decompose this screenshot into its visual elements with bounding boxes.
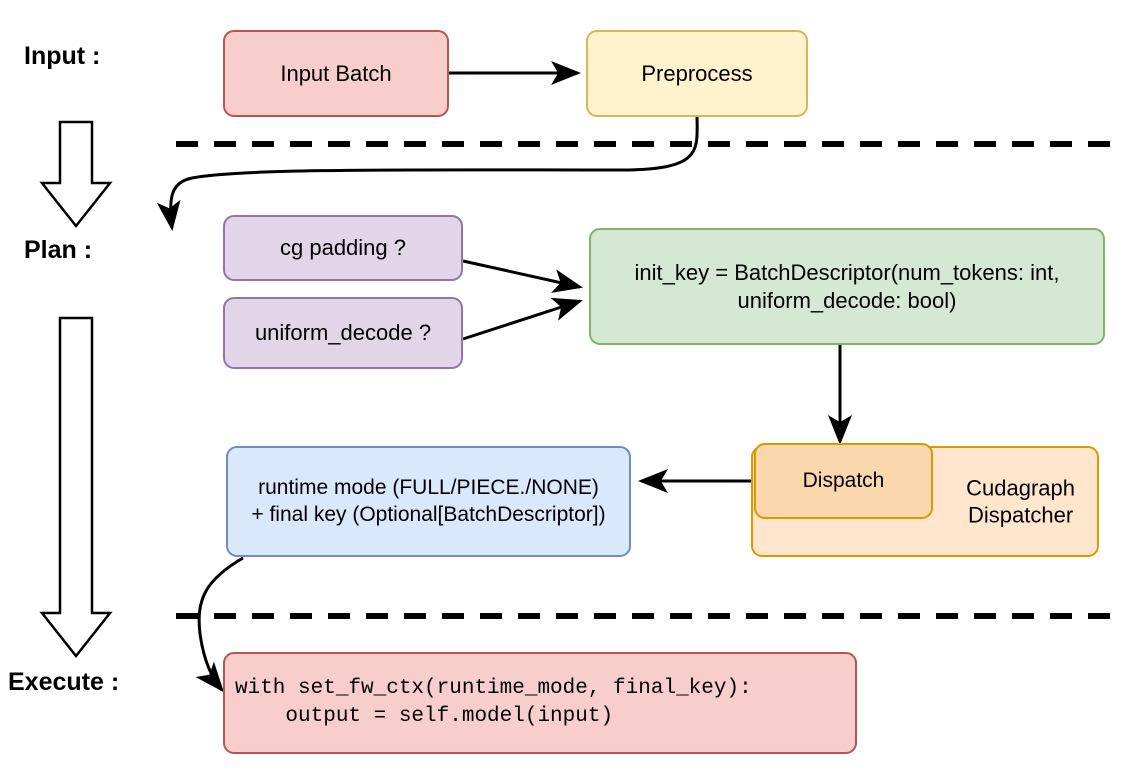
- node-cudagraph-dispatcher-line-1: Cudagraph: [966, 475, 1075, 500]
- node-uniform-decode-label: uniform_decode ?: [254, 320, 432, 346]
- cg-padding-to-init-key-arrow: [462, 259, 583, 293]
- node-cg-padding-label: cg padding ?: [280, 235, 406, 261]
- preprocess-to-cg-padding-arrow: [156, 112, 699, 231]
- stage-label-execute: Execute :: [8, 668, 120, 696]
- runtime-mode-to-execute-code-arrow: [195, 556, 244, 693]
- node-init-key-line-2: uniform_decode: bool): [737, 287, 957, 313]
- node-init-key-line-1: init_key = BatchDescriptor(num_tokens: i…: [634, 260, 1060, 285]
- node-execute-code[interactable]: with set_fw_ctx(runtime_mode, final_key)…: [223, 652, 857, 754]
- plan-to-execute-block-arrow: [39, 316, 113, 659]
- input-to-plan-block-arrow: [39, 120, 113, 229]
- stage-label-plan: Plan :: [24, 236, 93, 264]
- node-input-batch[interactable]: Input Batch: [223, 30, 449, 117]
- node-execute-code-line-1: with set_fw_ctx(runtime_mode, final_key)…: [235, 676, 752, 700]
- node-cudagraph-dispatcher-line-2: Dispatcher: [967, 502, 1074, 528]
- node-uniform-decode[interactable]: uniform_decode ?: [223, 297, 463, 369]
- uniform-decode-to-init-key-arrow: [462, 297, 583, 341]
- node-input-batch-label: Input Batch: [280, 60, 392, 86]
- node-dispatch-label: Dispatch: [802, 468, 885, 492]
- node-runtime-mode-line-2: + final key (Optional[BatchDescriptor]): [251, 502, 606, 526]
- node-init-key[interactable]: init_key = BatchDescriptor(num_tokens: i…: [589, 228, 1105, 345]
- stage-label-input: Input :: [24, 42, 101, 70]
- node-cudagraph-dispatcher-label: Cudagraph Dispatcher: [966, 474, 1075, 529]
- node-preprocess-label: Preprocess: [641, 60, 753, 86]
- node-cg-padding[interactable]: cg padding ?: [223, 215, 463, 281]
- node-runtime-mode-line-1: runtime mode (FULL/PIECE./NONE): [258, 476, 599, 500]
- node-execute-code-line-2: output = self.model(input): [235, 705, 614, 728]
- node-dispatch[interactable]: Dispatch: [754, 443, 933, 519]
- node-preprocess[interactable]: Preprocess: [586, 30, 808, 117]
- node-runtime-mode[interactable]: runtime mode (FULL/PIECE./NONE) + final …: [226, 446, 631, 557]
